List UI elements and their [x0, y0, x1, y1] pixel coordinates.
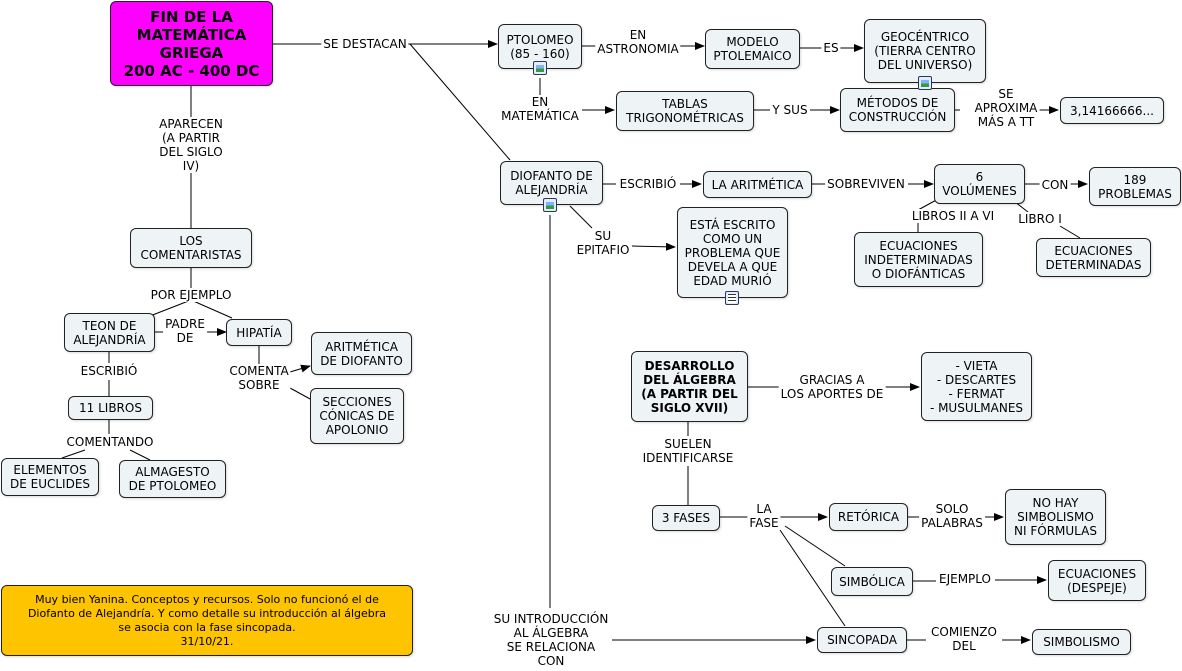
- node-ptolomeo[interactable]: PTOLOMEO (85 - 160): [498, 24, 582, 69]
- image-icon-glyph: [536, 64, 544, 72]
- node-diofanto[interactable]: DIOFANTO DE ALEJANDRÍA: [500, 161, 603, 205]
- link-comentando: COMENTANDO: [64, 435, 156, 449]
- node-pi-value[interactable]: 3,14166666...: [1060, 97, 1164, 124]
- node-aportes[interactable]: - VIETA - DESCARTES - FERMAT - MUSULMANE…: [921, 352, 1032, 421]
- image-icon[interactable]: [918, 76, 932, 90]
- link-ejemplo: EJEMPLO: [937, 572, 993, 586]
- node-la-aritmetica[interactable]: LA ARITMÉTICA: [703, 171, 812, 198]
- node-tablas[interactable]: TABLAS TRIGONOMÉTRICAS: [616, 91, 754, 131]
- link-y-sus: Y SUS: [770, 103, 810, 117]
- node-ecuaciones-despeje[interactable]: ECUACIONES (DESPEJE): [1048, 560, 1146, 601]
- link-se-destacan: SE DESTACAN: [321, 37, 409, 51]
- node-retorica[interactable]: RETÓRICA: [829, 503, 908, 531]
- link-solo-palabras: SOLO PALABRAS: [919, 502, 985, 530]
- link-la-fase: LA FASE: [747, 502, 781, 530]
- node-no-simbolismo[interactable]: NO HAY SIMBOLISMO NI FÓRMULAS: [1005, 489, 1106, 545]
- link-en-matematica: EN MATEMÁTICA: [499, 95, 581, 123]
- link-sobreviven: SOBREVIVEN: [825, 177, 907, 191]
- node-simbolismo[interactable]: SIMBOLISMO: [1032, 629, 1131, 655]
- node-189-problemas[interactable]: 189 PROBLEMAS: [1089, 167, 1181, 206]
- node-ecuaciones-determinadas[interactable]: ECUACIONES DETERMINADAS: [1036, 238, 1151, 277]
- teacher-comment-note[interactable]: Muy bien Yanina. Conceptos y recursos. S…: [1, 585, 413, 656]
- image-icon[interactable]: [543, 198, 557, 212]
- link-es: ES: [821, 41, 841, 55]
- link-padre-de: PADRE DE: [163, 317, 207, 345]
- link-libro-i: LIBRO I: [1016, 212, 1064, 226]
- node-modelo-ptolemaico[interactable]: MODELO PTOLEMAICO: [705, 29, 800, 69]
- node-secciones-conicas[interactable]: SECCIONES CÓNICAS DE APOLONIO: [310, 388, 404, 444]
- image-icon[interactable]: [533, 61, 547, 75]
- image-icon-glyph: [546, 201, 554, 209]
- link-gracias-a: GRACIAS A LOS APORTES DE: [778, 373, 886, 401]
- document-icon-glyph: [728, 293, 736, 303]
- link-suelen-identificarse: SUELEN IDENTIFICARSE: [640, 437, 736, 465]
- node-aritmetica-diofanto[interactable]: ARITMÉTICA DE DIOFANTO: [311, 332, 412, 375]
- node-hipatia[interactable]: HIPATÍA: [226, 319, 292, 346]
- link-comenta-sobre: COMENTA SOBRE: [227, 364, 291, 392]
- node-elementos[interactable]: ELEMENTOS DE EUCLIDES: [1, 458, 99, 496]
- node-los-comentaristas[interactable]: LOS COMENTARISTAS: [130, 228, 252, 268]
- node-sincopada[interactable]: SINCOPADA: [817, 627, 907, 653]
- link-aparecen: APARECEN (A PARTIR DEL SIGLO IV): [157, 117, 225, 173]
- node-metodos[interactable]: MÉTODOS DE CONSTRUCCIÓN: [840, 88, 955, 132]
- node-geocentrico[interactable]: GEOCÉNTRICO (TIERRA CENTRO DEL UNIVERSO): [864, 19, 986, 83]
- node-3-fases[interactable]: 3 FASES: [652, 505, 720, 531]
- link-su-epitafio: SU EPITAFIO: [574, 229, 632, 257]
- document-icon[interactable]: [725, 291, 739, 305]
- node-simbolica[interactable]: SIMBÓLICA: [831, 567, 913, 596]
- node-epitafio[interactable]: ESTÁ ESCRITO COMO UN PROBLEMA QUE DEVELA…: [677, 207, 788, 298]
- title-node[interactable]: FIN DE LA MATEMÁTICA GRIEGA 200 AC - 400…: [110, 1, 273, 86]
- node-11-libros[interactable]: 11 LIBROS: [68, 396, 153, 420]
- link-en-astronomia: EN ASTRONOMIA: [595, 28, 681, 56]
- node-6-volumenes[interactable]: 6 VOLÚMENES: [934, 164, 1025, 204]
- image-icon-glyph: [921, 79, 929, 87]
- link-escribio-diofanto: ESCRIBIÓ: [617, 177, 679, 191]
- link-por-ejemplo: POR EJEMPLO: [148, 288, 234, 302]
- link-libros-ii-vi: LIBROS II A VI: [909, 209, 997, 223]
- node-desarrollo-algebra[interactable]: DESARROLLO DEL ÁLGEBRA (A PARTIR DEL SIG…: [631, 351, 748, 422]
- link-con: CON: [1039, 178, 1071, 192]
- node-almagesto[interactable]: ALMAGESTO DE PTOLOMEO: [119, 460, 226, 498]
- node-ecuaciones-indeterminadas[interactable]: ECUACIONES INDETERMINADAS O DIOFÁNTICAS: [854, 232, 983, 287]
- link-su-introduccion: SU INTRODUCCIÓN AL ÁLGEBRA SE RELACIONA …: [491, 612, 611, 668]
- node-teon[interactable]: TEON DE ALEJANDRÍA: [64, 313, 155, 352]
- link-se-aproxima: SE APROXIMA MÁS A TT: [972, 87, 1040, 129]
- link-comienzo-del: COMIENZO DEL: [929, 625, 999, 653]
- link-escribio-teon: ESCRIBIÓ: [78, 364, 140, 378]
